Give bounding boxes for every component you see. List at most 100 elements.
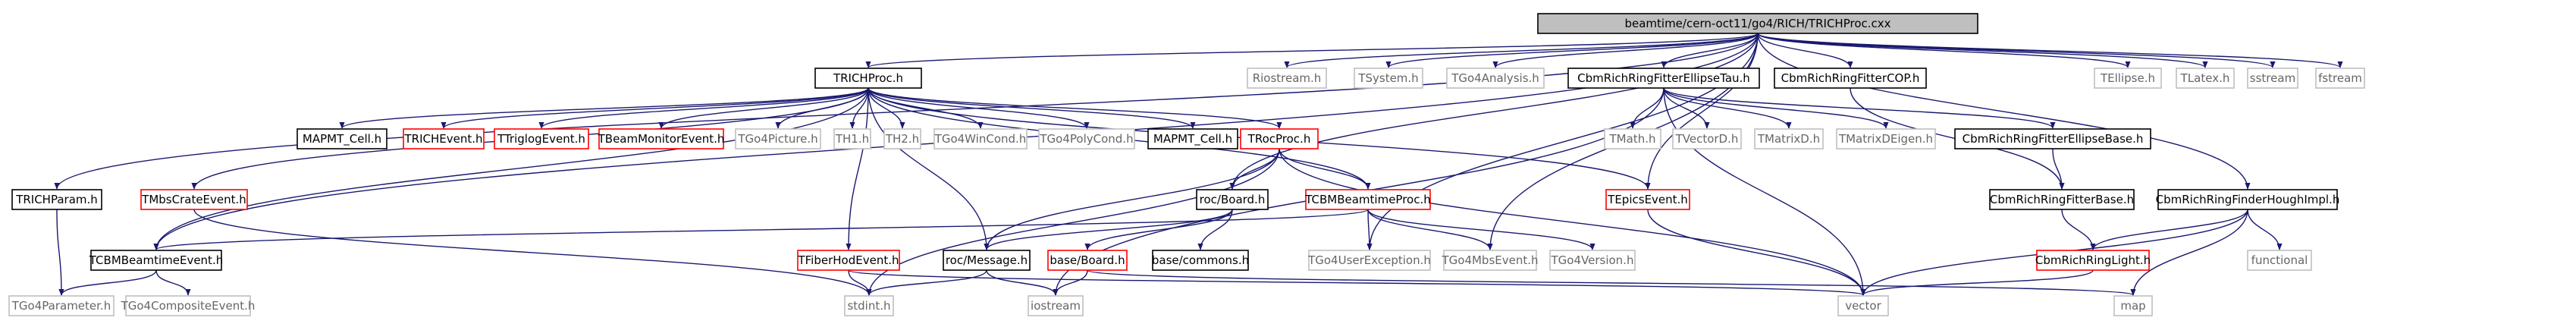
- node-tellipse-h: TEllipse.h: [2094, 68, 2162, 89]
- edge-ellipsetau-to-vector: [1663, 87, 1866, 296]
- node-th1-h: TH1.h: [833, 128, 871, 149]
- node-box: [2157, 189, 2338, 210]
- node-th2-h: TH2.h: [883, 128, 921, 149]
- node-cbmrichringfitterellipsetau-h[interactable]: CbmRichRingFitterEllipseTau.h: [1567, 68, 1760, 89]
- node-box: [883, 128, 921, 149]
- node-fstream: fstream: [2315, 68, 2365, 89]
- node-box: [125, 295, 251, 316]
- node-tmbscrateevent-h[interactable]: TMbsCrateEvent.h: [140, 189, 248, 210]
- node-label: TMatrixD.h: [1757, 132, 1820, 146]
- node-box: [297, 128, 387, 149]
- edge-tcbmbtevent-to-tgo4composite: [155, 269, 191, 296]
- node-cbmrichringfittercop-h[interactable]: CbmRichRingFitterCOP.h: [1774, 68, 1927, 89]
- edge-tmbscrate-to-stdint: [193, 209, 872, 296]
- node-box: [1028, 295, 1084, 316]
- node-mapmt-cell-h[interactable]: MAPMT_Cell.h: [297, 128, 387, 149]
- node-roc-message-h[interactable]: roc/Message.h: [943, 250, 1031, 271]
- node-tgo4userexception-h: TGo4UserException.h: [1307, 250, 1431, 271]
- edge-root-to-fittercop: [1757, 33, 1853, 68]
- node-label: TGo4Version.h: [1551, 253, 1634, 267]
- node-label: base/commons.h: [1152, 253, 1249, 267]
- edge-root-to-tepics: [1645, 33, 1759, 190]
- node-label: TEpicsEvent.h: [1607, 193, 1688, 206]
- node-tfiberhodevent-h[interactable]: TFiberHodEvent.h: [797, 250, 900, 271]
- node-label: beamtime/cern-oct11/go4/RICH/TRICHProc.c…: [1624, 17, 1890, 30]
- node-box: [1446, 68, 1545, 89]
- node-trocproc-h[interactable]: TRocProc.h: [1240, 128, 1319, 149]
- node-roc-board-h[interactable]: roc/Board.h: [1196, 189, 1269, 210]
- node-cbmrichringfinderhoughimpl-h[interactable]: CbmRichRingFinderHoughImpl.h: [2156, 189, 2340, 210]
- node-mapmt-cell-h[interactable]: MAPMT_Cell.h: [1147, 128, 1238, 149]
- node-tepicsevent-h[interactable]: TEpicsEvent.h: [1605, 189, 1690, 210]
- edge-houghimpl-to-map: [2130, 209, 2248, 296]
- edge-trocproc-to-rocmessage: [984, 148, 1280, 250]
- node-label: TVectorD.h: [1675, 132, 1739, 146]
- node-label: TGo4MbsEvent.h: [1441, 253, 1538, 267]
- node-trichparam-h[interactable]: TRICHParam.h: [11, 189, 102, 210]
- node-box: [1837, 295, 1889, 316]
- node-tbeammonitorevent-h[interactable]: TBeamMonitorEvent.h: [598, 128, 725, 149]
- node-label: roc/Board.h: [1200, 193, 1266, 206]
- edge-trichparam-to-tgo4param: [56, 209, 64, 296]
- node-box: [494, 128, 589, 149]
- node-box: [1147, 128, 1238, 149]
- node-label: CbmRichRingFitterEllipseBase.h: [1963, 132, 2144, 146]
- node-tgo4mbsevent-h: TGo4MbsEvent.h: [1441, 250, 1539, 271]
- node-box: [1549, 250, 1636, 271]
- node-cbmrichringfitterellipsebase-h[interactable]: CbmRichRingFitterEllipseBase.h: [1954, 128, 2151, 149]
- node-base-board-h[interactable]: base/Board.h: [1047, 250, 1128, 271]
- node-label: stdint.h: [847, 299, 890, 313]
- node-box: [1605, 189, 1690, 210]
- node-label: TGo4UserException.h: [1307, 253, 1431, 267]
- edge-trocproc-to-tcbmbtproc: [1279, 148, 1371, 190]
- node-ttriglogevent-h[interactable]: TTriglogEvent.h: [494, 128, 589, 149]
- node-label: TSystem.h: [1357, 71, 1418, 85]
- node-box: [1567, 68, 1760, 89]
- node-box: [933, 128, 1028, 149]
- node-trichevent-h[interactable]: TRICHEvent.h: [403, 128, 485, 149]
- node-tgo4compositeevent-h: TGo4CompositeEvent.h: [121, 295, 255, 316]
- node-box: [2036, 250, 2150, 271]
- node-box: [1836, 128, 1936, 149]
- node-box: [1774, 68, 1927, 89]
- node-box: [1954, 128, 2151, 149]
- node-tmath-h: TMath.h: [1604, 128, 1661, 149]
- node-base-commons-h[interactable]: base/commons.h: [1152, 250, 1249, 271]
- node-label: TRICHProc.h: [833, 71, 903, 85]
- node-tgo4version-h: TGo4Version.h: [1549, 250, 1636, 271]
- node-label: TRocProc.h: [1247, 132, 1311, 146]
- edge-houghimpl-to-ringlight: [2090, 209, 2248, 250]
- node-label: CbmRichRingFitterBase.h: [1990, 193, 2134, 206]
- node-iostream: iostream: [1028, 295, 1084, 316]
- node-tcbmbeamtimeevent-h[interactable]: TCBMBeamtimeEvent.h: [89, 250, 223, 271]
- node-box: [1672, 128, 1742, 149]
- edge-trocproc-to-vector: [1279, 148, 1866, 296]
- node-tcbmbeamtimeproc-h[interactable]: TCBMBeamtimeProc.h: [1304, 189, 1431, 210]
- node-tgo4polycond-h: TGo4PolyCond.h: [1038, 128, 1135, 149]
- edge-root-to-rocboard: [1229, 33, 1759, 190]
- node-tmatrixd-h: TMatrixD.h: [1754, 128, 1824, 149]
- node-trichproc-h[interactable]: TRICHProc.h: [814, 68, 922, 89]
- node-functional: functional: [2247, 250, 2312, 271]
- node-label: TLatex.h: [2180, 71, 2230, 85]
- node-tlatex-h: TLatex.h: [2176, 68, 2235, 89]
- node-label: TFiberHodEvent.h: [797, 253, 899, 267]
- node-cbmrichringfitterbase-h[interactable]: CbmRichRingFitterBase.h: [1989, 189, 2135, 210]
- node-beamtime-cern-oct11-go4-rich-trichproc-cxx[interactable]: beamtime/cern-oct11/go4/RICH/TRICHProc.c…: [1537, 13, 1978, 34]
- edge-root-to-sstream: [1757, 33, 2276, 68]
- node-box: [844, 295, 894, 316]
- node-label: TGo4Analysis.h: [1451, 71, 1539, 85]
- node-box: [1354, 68, 1423, 89]
- nodes-layer: beamtime/cern-oct11/go4/RICH/TRICHProc.c…: [8, 13, 2365, 316]
- edge-rocmessage-to-iostream: [986, 269, 1059, 296]
- edge-tcbmbtproc-to-tgo4version: [1367, 209, 1595, 250]
- node-cbmrichringlight-h[interactable]: CbmRichRingLight.h: [2035, 250, 2151, 271]
- node-box: [2247, 250, 2312, 271]
- edge-ellipsetau-to-tvectord: [1663, 87, 1710, 129]
- edge-root-to-tgo4analysis: [1492, 33, 1759, 68]
- edge-trichproc_h-to-ttriglog: [538, 87, 869, 129]
- node-box: [943, 250, 1031, 271]
- edge-trichproc_h-to-rocmessage: [868, 87, 990, 250]
- edge-trichproc_h-to-mapmt2: [868, 87, 1196, 129]
